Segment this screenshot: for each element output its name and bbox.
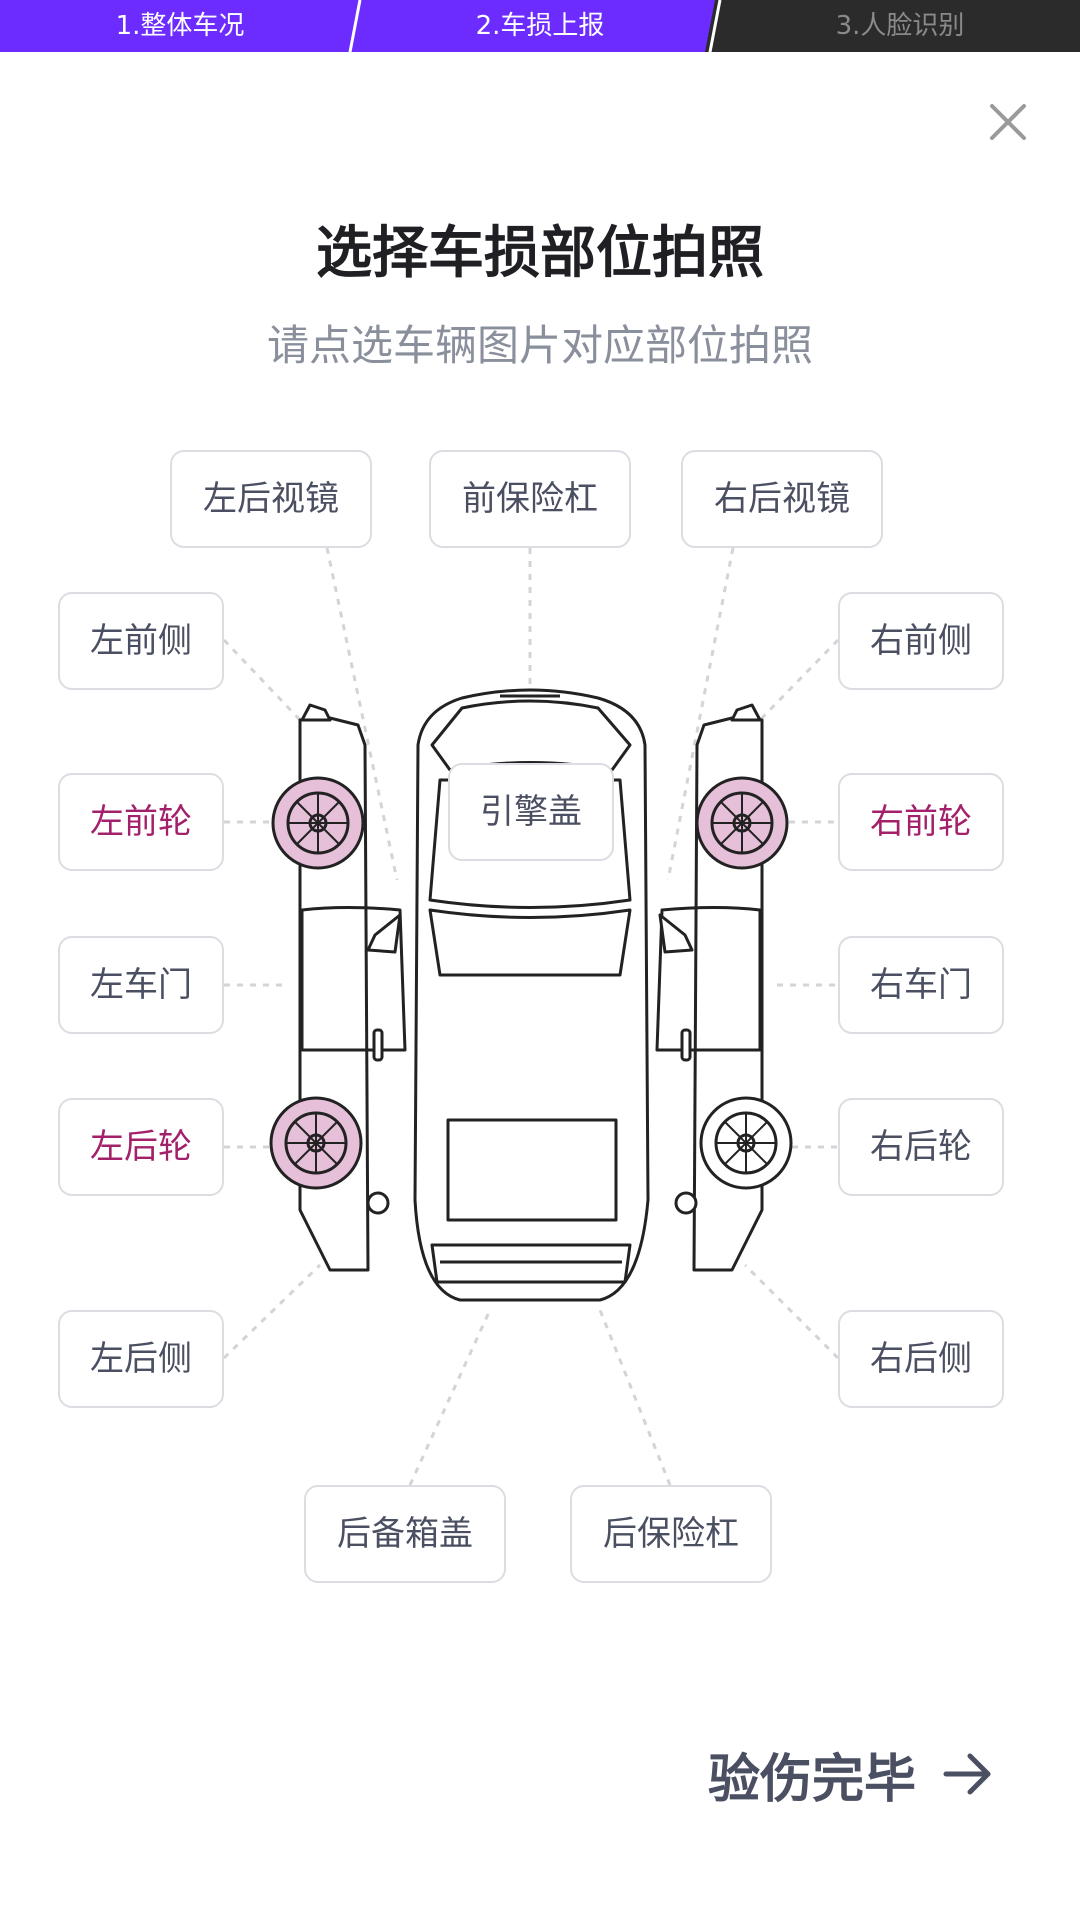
wheel-left-front (271, 776, 365, 870)
page-subtitle: 请点选车辆图片对应部位拍照 (266, 321, 813, 370)
part-front-bumper-label: 前保险杠 (462, 479, 598, 519)
part-left-rear-side-label: 左后侧 (90, 1339, 192, 1379)
part-right-mirror-label: 右后视镜 (714, 479, 850, 519)
arrow-right-icon (943, 1753, 991, 1795)
step-3-label: 3.人脸识别 (835, 11, 965, 41)
finish-inspection-button[interactable]: 验伤完毕 (708, 1734, 994, 1814)
part-trunk-lid-label: 后备箱盖 (337, 1514, 473, 1554)
finish-label: 验伤完毕 (708, 1749, 917, 1810)
part-right-rear-side-label: 右后侧 (870, 1339, 972, 1379)
step-1-label: 1.整体车况 (115, 11, 245, 41)
part-right-front-wheel[interactable]: 右前轮 (838, 773, 1004, 871)
wheel-right-front (695, 776, 789, 870)
close-button[interactable] (978, 92, 1038, 152)
part-front-bumper[interactable]: 前保险杠 (429, 450, 631, 548)
part-left-mirror[interactable]: 左后视镜 (170, 450, 372, 548)
part-right-rear-wheel[interactable]: 右后轮 (838, 1098, 1004, 1196)
part-left-mirror-label: 左后视镜 (203, 479, 339, 519)
part-right-mirror[interactable]: 右后视镜 (681, 450, 883, 548)
part-right-front-wheel-label: 右前轮 (870, 802, 972, 842)
part-left-door-label: 左车门 (90, 965, 192, 1005)
step-progress-bar: 1.整体车况 2.车损上报 3.人脸识别 (0, 0, 1080, 52)
part-right-front-side-label: 右前侧 (870, 621, 972, 661)
part-hood-label: 引擎盖 (480, 792, 582, 832)
part-right-rear-wheel-label: 右后轮 (870, 1127, 972, 1167)
part-trunk-lid[interactable]: 后备箱盖 (304, 1485, 506, 1583)
part-right-door[interactable]: 右车门 (838, 936, 1004, 1034)
leader-lines (222, 547, 840, 1486)
part-right-front-side[interactable]: 右前侧 (838, 592, 1004, 690)
part-right-door-label: 右车门 (870, 965, 972, 1005)
step-2-label: 2.车损上报 (475, 11, 605, 41)
wheel-left-rear (269, 1096, 363, 1190)
part-left-rear-wheel[interactable]: 左后轮 (58, 1098, 224, 1196)
part-left-rear-wheel-label: 左后轮 (90, 1127, 192, 1167)
step-bar-background (0, 0, 1080, 52)
part-left-rear-side[interactable]: 左后侧 (58, 1310, 224, 1408)
part-left-front-side[interactable]: 左前侧 (58, 592, 224, 690)
part-rear-bumper[interactable]: 后保险杠 (570, 1485, 772, 1583)
part-left-door[interactable]: 左车门 (58, 936, 224, 1034)
wheel-right-rear (699, 1096, 793, 1190)
part-rear-bumper-label: 后保险杠 (603, 1514, 739, 1554)
part-left-front-side-label: 左前侧 (90, 621, 192, 661)
close-icon (990, 104, 1026, 140)
page-title: 选择车损部位拍照 (316, 221, 764, 286)
part-hood[interactable]: 引擎盖 (448, 763, 614, 861)
part-left-front-wheel[interactable]: 左前轮 (58, 773, 224, 871)
part-left-front-wheel-label: 左前轮 (90, 802, 192, 842)
part-right-rear-side[interactable]: 右后侧 (838, 1310, 1004, 1408)
